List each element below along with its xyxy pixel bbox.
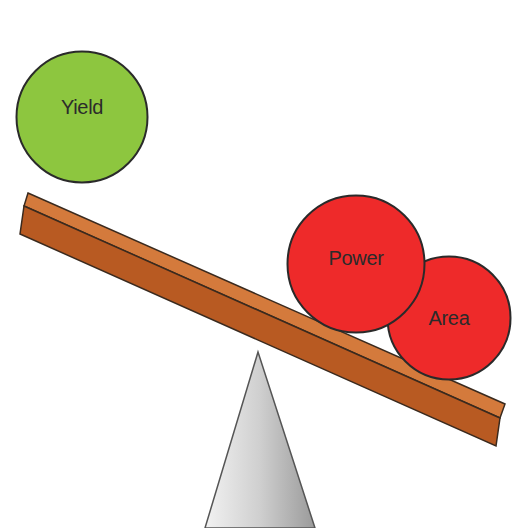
circle-label: Power xyxy=(328,247,383,270)
yield-circle: Yield xyxy=(15,50,149,184)
circle-shape xyxy=(288,196,425,333)
circle-label: Area xyxy=(428,307,469,330)
fulcrum-triangle xyxy=(205,352,315,528)
circle-shape xyxy=(17,52,148,183)
power-circle: Power xyxy=(286,194,426,334)
circle-label: Yield xyxy=(61,96,103,119)
circle-shape xyxy=(388,257,511,380)
